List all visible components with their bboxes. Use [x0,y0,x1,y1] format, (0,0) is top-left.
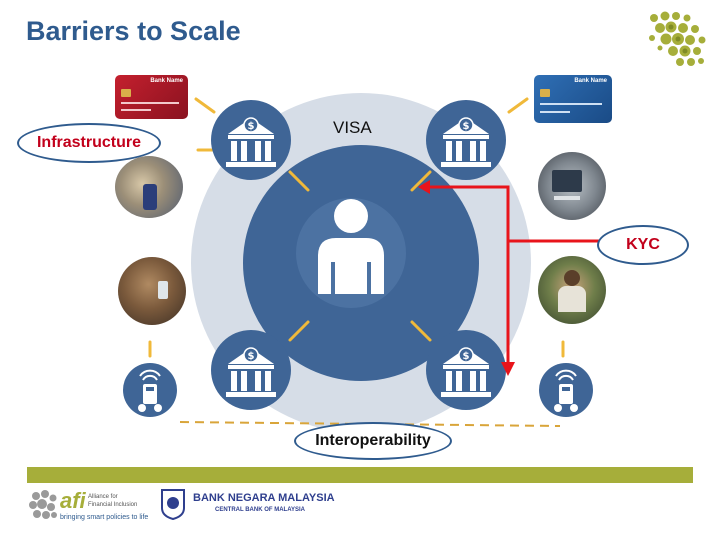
dollar-icon: $ [248,121,255,132]
shopkeeper-head-shape [564,270,580,286]
pos-device-shape [143,184,157,210]
card-chip [540,89,550,97]
slide-title: Barriers to Scale [26,16,241,46]
dollar-icon: $ [463,351,470,362]
bank-icon: $ [226,347,276,397]
dot-cluster-logo [649,11,706,66]
shopkeeper-body-shape [558,286,586,312]
bnm-subtitle: CENTRAL BANK OF MALAYSIA [215,507,306,513]
bank-icon: $ [441,347,491,397]
credit-card-left: Bank Name [115,75,188,119]
photo-atm [538,152,606,220]
dollar-icon: $ [463,121,470,132]
card-number-line [121,102,179,104]
pos-terminal-icon [138,369,162,412]
bnm-crest-logo [161,489,185,520]
footer-bar [27,467,693,483]
card-holder-line [121,109,151,111]
card-bank-name: Bank Name [150,78,183,84]
bnm-name: BANK NEGARA MALAYSIA [193,492,335,504]
bank-node-top-left: $ [211,100,291,180]
bank-icon: $ [441,117,491,167]
bank-node-top-right: $ [426,100,506,180]
card-bank-name: Bank Name [574,78,607,84]
card-chip [121,89,131,97]
dollar-icon: $ [248,351,255,362]
card-number-line [540,103,602,105]
photo-shopkeeper [538,256,606,324]
afi-wordmark: afi [60,488,86,513]
afi-line-1: Alliance for [88,494,118,500]
atm-slot-shape [554,196,580,200]
bank-node-bottom-right: $ [426,330,506,410]
bank-node-bottom-left: $ [211,330,291,410]
photo-pos-payment [115,156,183,218]
pos-node-left [123,363,177,417]
card-holder-line [540,111,570,113]
credit-card-right: Bank Name [534,75,612,123]
kyc-label: KYC [597,225,689,265]
afi-tagline: bringing smart policies to life [60,514,149,521]
atm-screen-shape [552,170,582,192]
afi-line-2: Financial Inclusion [88,502,138,508]
bank-icon: $ [226,117,276,167]
photo-mobile-user [118,257,186,325]
infrastructure-label: Infrastructure [17,123,161,163]
afi-dot-logo [29,490,57,519]
kyc-arrows [418,180,600,376]
connector-lines [148,97,565,358]
pos-node-right [539,363,593,417]
mobile-phone-shape [158,281,168,299]
pos-terminal-icon [554,369,578,412]
interoperability-label: Interoperability [294,422,452,460]
person-icon [318,199,384,294]
interoperability-dashed-line [179,421,561,427]
visa-label: VISA [333,118,372,137]
